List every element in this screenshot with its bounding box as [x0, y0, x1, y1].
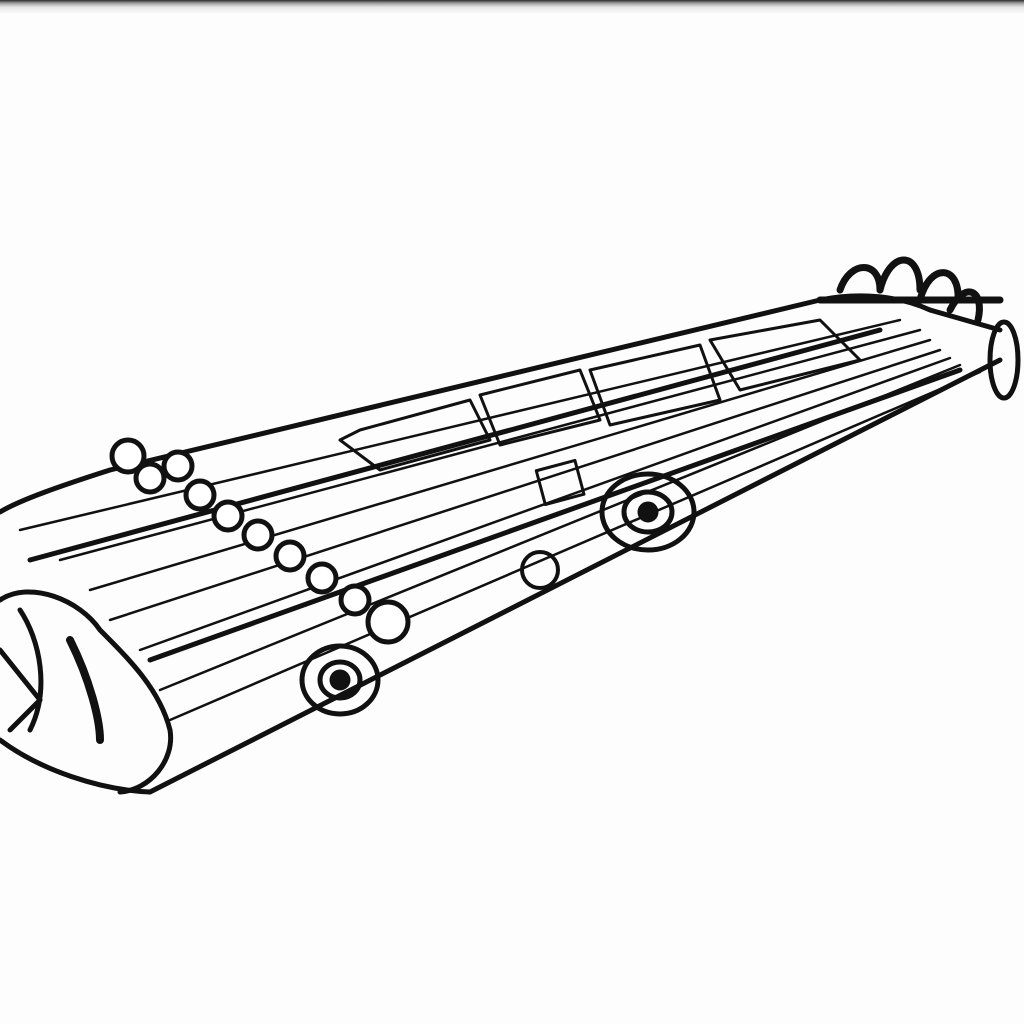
instrument-strings	[18, 318, 982, 722]
end-cap	[0, 589, 174, 795]
paper-top-edge-shadow	[0, 0, 1024, 14]
body-panel-details	[338, 318, 862, 507]
tuning-pegs	[816, 256, 1021, 401]
sound-holes	[299, 471, 697, 717]
bridge-beads	[109, 437, 411, 645]
instrument-body	[0, 293, 1003, 795]
